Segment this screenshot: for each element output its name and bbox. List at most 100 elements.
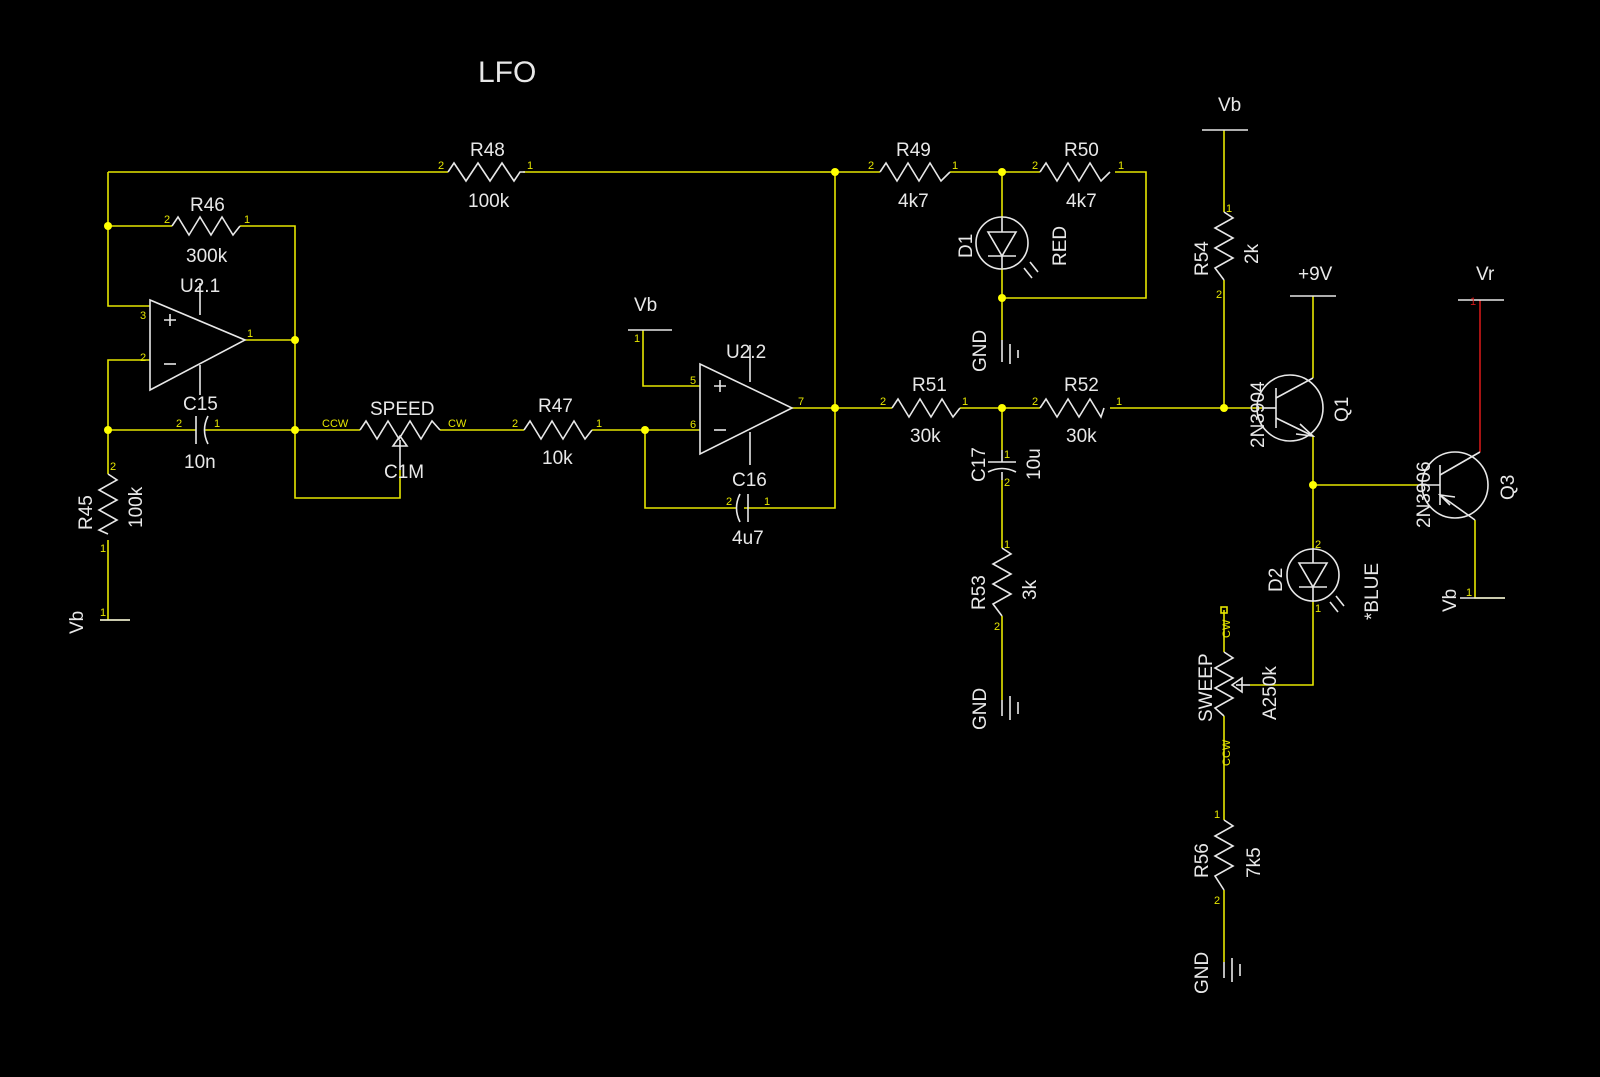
pin-d2-1: 1 [1315,603,1321,615]
value-r52: 30k [1066,426,1097,447]
pin-c17-1: 1 [1004,449,1010,461]
label-vb-1: Vb [67,611,88,634]
pin-r47-1: 1 [596,418,602,430]
pin-u21-1: 1 [247,328,253,340]
pin-r51-2: 2 [880,396,886,408]
value-r49: 4k7 [898,191,929,212]
resistor-r49 [879,161,951,183]
ref-c15: C15 [183,394,218,415]
pin-vb4-1: 1 [1466,587,1472,599]
value-q1: 2N3904 [1248,381,1269,448]
label-gnd-2: GND [970,688,991,730]
pin-r48-2: 2 [438,160,444,172]
pin-vb2-1: 1 [634,333,640,345]
pin-speed-ccw: CCW [322,418,349,430]
pin-r47-2: 2 [512,418,518,430]
label-vb-4: Vb [1440,589,1461,612]
pin-r49-1: 1 [952,160,958,172]
wires [100,130,1505,962]
value-d2: *BLUE [1362,563,1383,620]
led-d2 [1286,548,1345,613]
resistor-r47 [523,419,593,441]
ref-r50: R50 [1064,140,1099,161]
title: LFO [478,56,536,89]
pin-r53-1: 1 [1004,539,1010,551]
value-sweep: A250k [1260,666,1281,720]
opamp-u22 [699,345,794,465]
ground-gnd-1 [1001,340,1019,364]
value-r54: 2k [1242,243,1263,264]
value-r48: 100k [468,191,510,212]
capacitor-c16 [735,493,749,523]
pin-r51-1: 1 [962,396,968,408]
pin-c16-1: 1 [764,496,770,508]
pin-u22-7: 7 [798,396,804,408]
ground-gnd-2 [1001,696,1019,720]
ref-r48: R48 [470,140,505,161]
value-r51: 30k [910,426,941,447]
capacitor-c17 [987,450,1017,480]
pin-vr-1: 1 [1470,296,1476,308]
pin-r54-2: 2 [1216,289,1222,301]
label-vb-3: Vb [1218,95,1241,116]
value-r50: 4k7 [1066,191,1097,212]
potentiometer-sweep [1213,606,1250,717]
pin-r45-1: 1 [100,543,106,555]
value-r56: 7k5 [1244,847,1265,878]
pin-r56-2: 2 [1214,895,1220,907]
pin-r56-1: 1 [1214,809,1220,821]
pin-r46-2: 2 [164,214,170,226]
value-q3: 2N3906 [1414,461,1435,528]
potentiometer-speed [359,419,441,470]
value-d1: RED [1050,226,1071,266]
ref-c17: C17 [969,447,990,482]
led-d1 [975,216,1039,279]
value-r47: 10k [542,448,573,469]
pin-r50-1: 1 [1118,160,1124,172]
ref-d1: D1 [956,234,977,258]
pin-r45-2: 2 [110,461,116,473]
ref-u21: U2.1 [180,276,220,297]
pin-speed-cw: CW [448,418,467,430]
pin-r52-1: 1 [1116,396,1122,408]
ref-r47: R47 [538,396,573,417]
value-r53: 3k [1020,579,1041,600]
resistor-r53 [991,547,1013,617]
resistor-r52 [1039,397,1105,419]
pin-sweep-cw: CW [1221,619,1233,638]
label-vb-2: Vb [634,295,657,316]
pin-r52-2: 2 [1032,396,1038,408]
pin-c16-2: 2 [726,496,732,508]
pin-sweep-ccw: CCW [1221,739,1233,766]
value-r46: 300k [186,246,228,267]
pin-vb1-1: 1 [100,607,106,619]
ref-r45: R45 [76,495,97,530]
pin-c15-1: 1 [214,418,220,430]
label-gnd-1: GND [970,330,991,372]
label-vr: Vr [1476,264,1495,285]
resistor-r56 [1213,819,1235,891]
pin-r54-1: 1 [1226,203,1232,215]
pin-r46-1: 1 [244,214,250,226]
label-gnd-3: GND [1192,952,1213,994]
value-c17: 10u [1024,448,1045,480]
opamp-u21 [149,283,247,395]
ref-r52: R52 [1064,375,1099,396]
pin-u22-6: 6 [690,419,696,431]
label-9v: +9V [1298,264,1333,285]
resistor-r48 [447,161,525,183]
pin-r53-2: 2 [994,621,1000,633]
ground-gnd-3 [1223,958,1241,982]
capacitor-c15 [195,415,209,445]
pin-r50-2: 2 [1032,160,1038,172]
ref-sweep: SWEEP [1196,653,1217,722]
value-c16: 4u7 [732,528,764,549]
resistor-r51 [891,397,961,419]
value-speed: C1M [384,462,424,483]
ref-r54: R54 [1192,241,1213,276]
value-c15: 10n [184,452,216,473]
ref-r46: R46 [190,195,225,216]
ref-q3: Q3 [1498,475,1519,500]
pin-u21-3: 3 [140,310,146,322]
ref-r53: R53 [969,575,990,610]
